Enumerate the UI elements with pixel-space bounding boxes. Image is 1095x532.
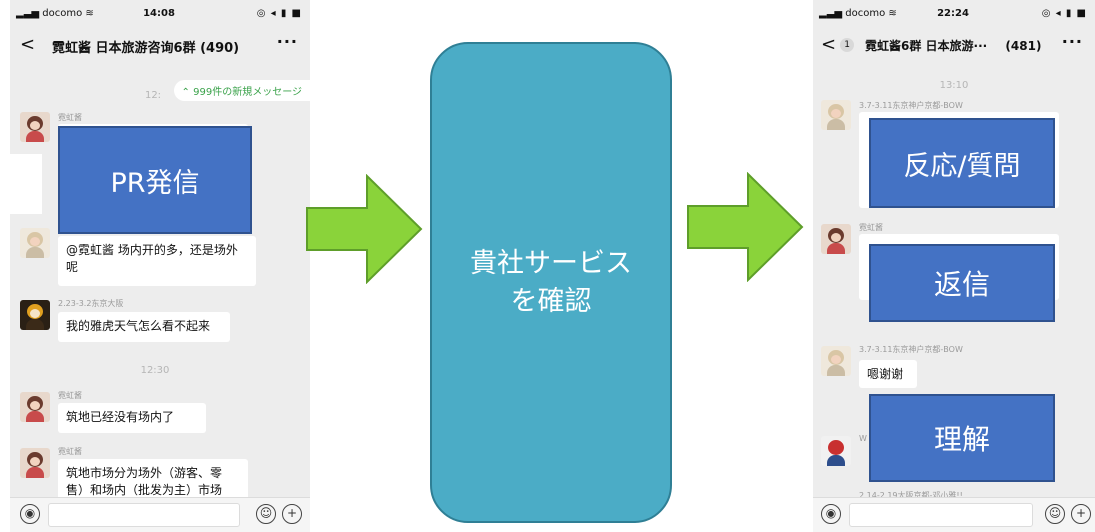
clock: 22:24	[937, 8, 969, 19]
chat-title: 霓虹酱6群 日本旅游··· (481)	[865, 39, 1042, 53]
understand-box: 理解	[869, 394, 1055, 482]
message-bubble[interactable]: @霓虹酱 场内开的多，还是场外呢	[58, 236, 256, 286]
understand-label: 理解	[933, 423, 990, 456]
reaction-box: 反応/質問	[869, 118, 1055, 208]
center-text-line1: 貴社サービス	[470, 247, 632, 279]
plus-icon[interactable]: +	[282, 504, 302, 524]
sender-name: 霓虹酱	[58, 391, 82, 400]
status-bar: ▂▃▅ docomo ≋ 14:08 ◎ ◂ ▮ ■	[16, 8, 302, 22]
chat-input-bar: ◉ ☺ +	[10, 497, 310, 532]
sender-name: 霓虹酱	[58, 447, 82, 456]
sender-name: 霓虹酱	[58, 113, 82, 122]
status-icons: ◎ ◂ ▮ ■	[1041, 8, 1087, 19]
unread-count-badge: 1	[840, 38, 855, 52]
signal-icon: ▂▃▅	[16, 8, 40, 19]
chat-nav-bar: <1 霓虹酱6群 日本旅游··· (481) ···	[813, 26, 1095, 60]
back-button[interactable]: <1	[821, 34, 855, 55]
service-check-box: 貴社サービス を確認	[430, 42, 672, 523]
avatar[interactable]	[821, 346, 851, 376]
message-bubble[interactable]: 筑地已经没有场内了	[58, 403, 206, 433]
chat-title: 霓虹酱 日本旅游咨询6群 (490)	[52, 41, 240, 56]
message-input[interactable]	[48, 503, 240, 527]
sender-name: 2.23-3.2东京大阪	[58, 299, 124, 308]
flow-arrow-1	[306, 174, 423, 284]
avatar[interactable]	[821, 100, 851, 130]
status-bar: ▂▃▅ docomo ≋ 22:24 ◎ ◂ ▮ ■	[819, 8, 1087, 22]
back-icon[interactable]: <	[20, 34, 36, 55]
wifi-icon: ≋	[85, 8, 94, 19]
avatar[interactable]	[20, 228, 50, 258]
reply-box: 返信	[869, 244, 1055, 322]
reaction-label: 反応/質問	[903, 150, 1021, 182]
carrier-label: ▂▃▅ docomo ≋	[819, 8, 897, 19]
back-icon: <	[821, 34, 837, 55]
more-icon[interactable]: ···	[1061, 32, 1083, 51]
chat-nav-bar: < 霓虹酱 日本旅游咨询6群 (490) ···	[10, 26, 310, 60]
avatar[interactable]	[20, 448, 50, 478]
voice-icon[interactable]: ◉	[20, 504, 40, 524]
chat-input-bar: ◉ ☺ +	[813, 497, 1095, 532]
avatar[interactable]	[821, 436, 851, 466]
avatar[interactable]	[821, 224, 851, 254]
more-icon[interactable]: ···	[276, 32, 298, 51]
voice-icon[interactable]: ◉	[821, 504, 841, 524]
left-edge-panel	[0, 154, 42, 214]
flow-arrow-2	[687, 172, 804, 282]
message-bubble[interactable]: 嗯谢谢	[859, 360, 917, 388]
avatar[interactable]	[20, 300, 50, 330]
timestamp: 13:10	[939, 80, 969, 91]
message-input[interactable]	[849, 503, 1033, 527]
timestamp: 12:	[144, 90, 162, 101]
sender-name: 3.7-3.11东京神户京都-BOW	[859, 101, 963, 110]
left-phone-screenshot: ▂▃▅ docomo ≋ 14:08 ◎ ◂ ▮ ■ < 霓虹酱 日本旅游咨询6…	[10, 0, 310, 532]
timestamp: 12:30	[140, 365, 170, 376]
reply-label: 返信	[933, 268, 990, 301]
sender-name: W	[859, 434, 867, 443]
clock: 14:08	[143, 8, 175, 19]
sender-name: 霓虹酱	[859, 223, 883, 232]
message-bubble[interactable]: 我的雅虎天气怎么看不起来	[58, 312, 230, 342]
emoji-icon[interactable]: ☺	[1045, 504, 1065, 524]
emoji-icon[interactable]: ☺	[256, 504, 276, 524]
pr-label: PR発信	[110, 167, 200, 199]
avatar[interactable]	[20, 392, 50, 422]
carrier-label: ▂▃▅ docomo ≋	[16, 8, 94, 19]
sender-name: 2.14-2.19大阪京都-邓小雅!!	[859, 491, 963, 500]
status-icons: ◎ ◂ ▮ ■	[256, 8, 302, 19]
plus-icon[interactable]: +	[1071, 504, 1091, 524]
center-text-line2: を確認	[510, 285, 592, 317]
pr-box: PR発信	[58, 126, 252, 234]
sender-name: 3.7-3.11东京神户京都-BOW	[859, 345, 963, 354]
avatar[interactable]	[20, 112, 50, 142]
wifi-icon: ≋	[888, 8, 897, 19]
member-count: (481)	[1005, 39, 1042, 53]
signal-icon: ▂▃▅	[819, 8, 843, 19]
new-messages-badge[interactable]: ⌃ 999件の新規メッセージ	[173, 80, 310, 101]
